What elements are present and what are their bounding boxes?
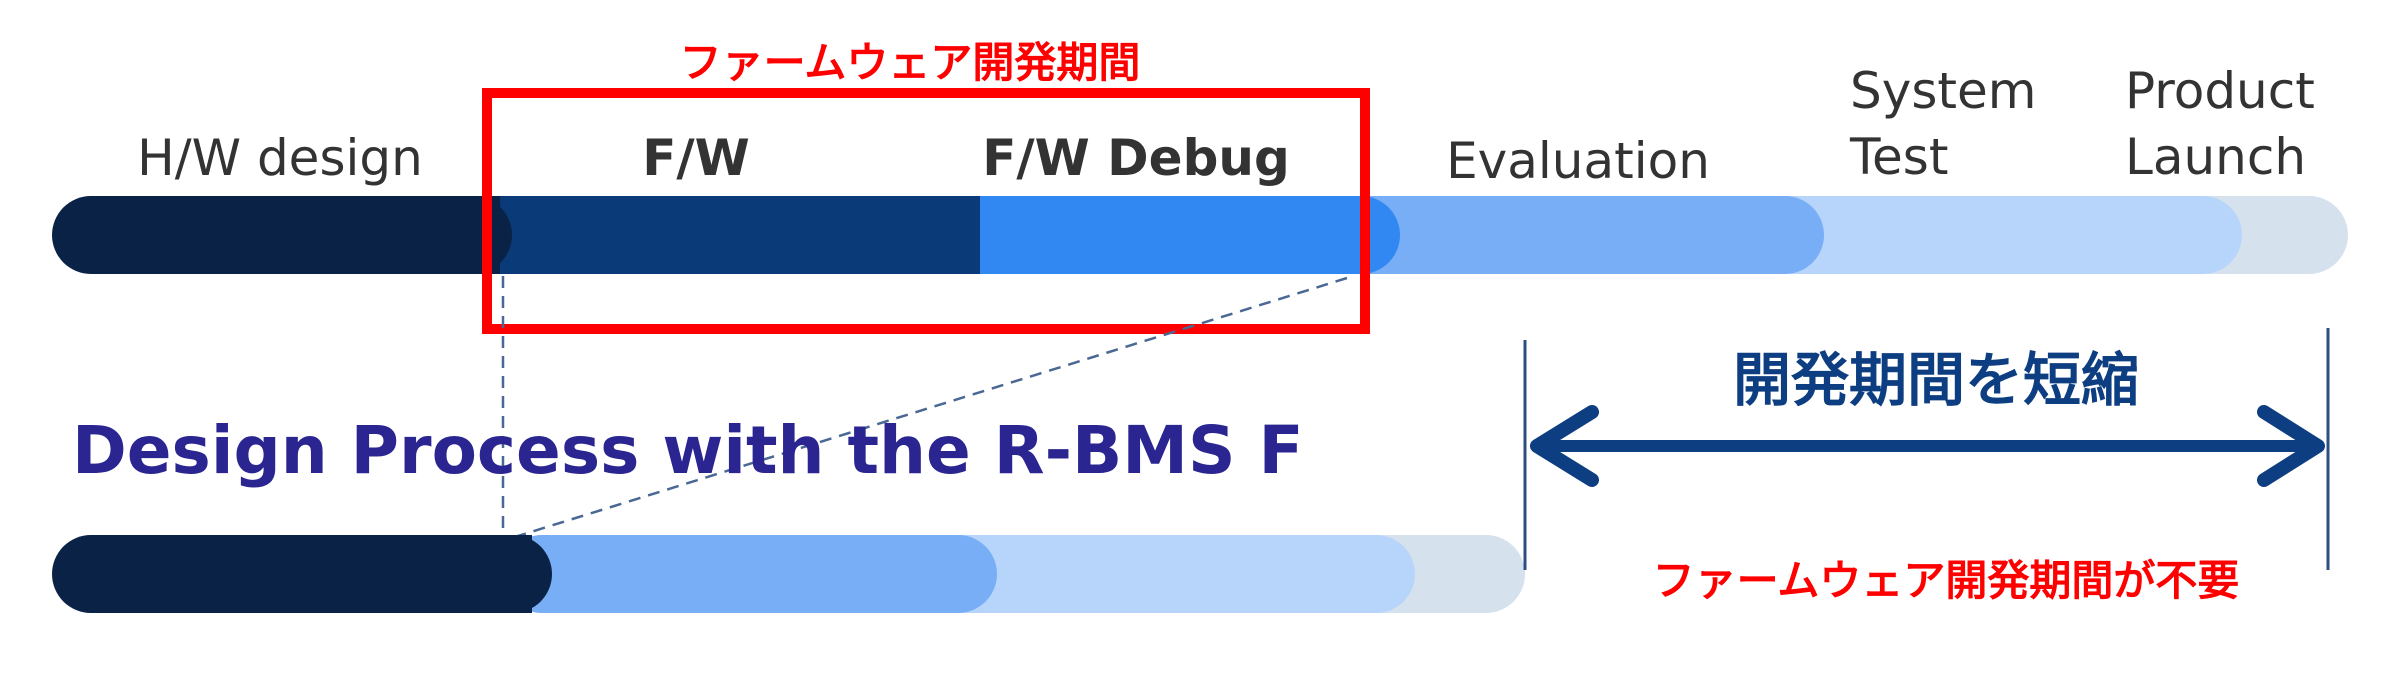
- bottom-bar-segment-hw-design-join: [470, 535, 532, 613]
- stage-label-evaluation: Evaluation: [1446, 132, 1710, 190]
- stage-label-product-launch-line-2: Launch: [2125, 128, 2306, 186]
- stage-label-product-launch: Product Launch: [2125, 62, 2331, 186]
- stage-label-hw-design-line: H/W design: [137, 129, 423, 187]
- stage-label-hw-design: H/W design: [137, 129, 423, 187]
- bottom-bar-segment-system-test: [925, 535, 1415, 613]
- stage-label-system-test-line-2: Test: [1849, 128, 1948, 186]
- top-stage-labels: H/W design F/W F/W Debug Evaluation Syst…: [137, 62, 2331, 190]
- bar-segment-system-test: [1752, 196, 2242, 274]
- stage-label-fw-line: F/W: [642, 129, 750, 187]
- bar-segment-fw-debug: [908, 196, 1400, 274]
- reduction-arrow-left-head: [1530, 405, 1599, 487]
- firmware-period-highlight-box: [482, 88, 1370, 334]
- projection-line-diagonal: [504, 276, 1348, 542]
- bottom-bar-segment-evaluation: [503, 535, 997, 613]
- bar-segment-fw: [452, 196, 980, 274]
- stage-label-fw-debug: F/W Debug: [982, 129, 1290, 187]
- firmware-period-caption: ファームウェア開発期間: [680, 38, 1141, 87]
- reduction-label: 開発期間を短縮: [1733, 346, 2139, 414]
- period-reduction-bracket: 開発期間を短縮 ファームウェア開発期間が不要: [1523, 328, 2330, 605]
- stage-label-evaluation-line: Evaluation: [1446, 132, 1710, 190]
- bar-segment-evaluation: [1328, 196, 1824, 274]
- rbms-process-title: Design Process with the R-BMS F: [72, 412, 1304, 489]
- firmware-not-needed-note: ファームウェア開発期間が不要: [1653, 556, 2240, 605]
- stage-label-system-test-line-1: System: [1850, 62, 2036, 120]
- stage-label-fw: F/W: [642, 129, 750, 187]
- stage-label-product-launch-line-1: Product: [2125, 62, 2315, 120]
- bottom-bar-segment-hw-design: [52, 535, 552, 613]
- reduction-arrow-right-head: [2257, 405, 2325, 487]
- top-timeline-bar: [52, 196, 2348, 274]
- bar-segment-hw-design: [52, 196, 512, 274]
- bottom-timeline-bar: [52, 535, 1525, 613]
- projection-lines: [501, 276, 1348, 542]
- stage-label-fw-debug-line: F/W Debug: [982, 129, 1290, 187]
- stage-label-system-test: System Test: [1849, 62, 2052, 186]
